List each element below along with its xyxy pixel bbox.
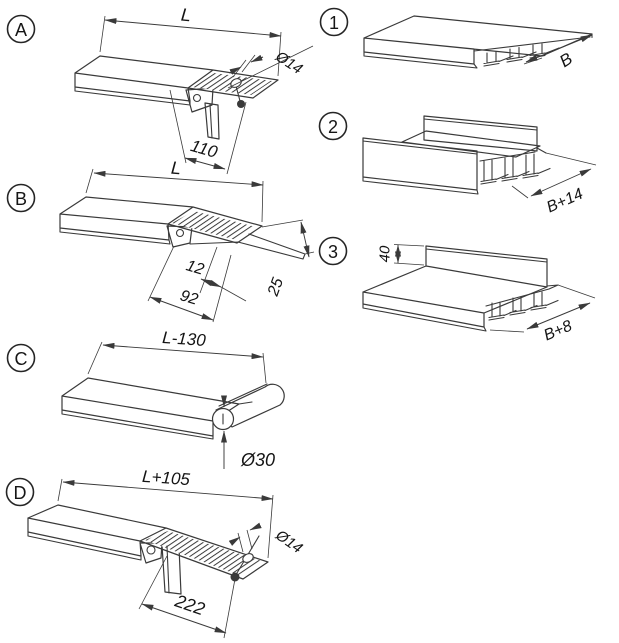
ramp-a-pivot-hole — [192, 93, 202, 103]
badge-a-circle — [6, 14, 36, 44]
dim-2-extension-lines — [511, 152, 597, 199]
dim-1-width-line — [525, 34, 593, 63]
view-c: C L-130 Ø30 — [6, 328, 285, 470]
view-a: A L Ø14 110 — [6, 5, 314, 175]
dim-b-lip-label: 25 — [265, 276, 287, 300]
view-2: 2 B+14 — [318, 111, 597, 217]
badge-d: D — [5, 477, 35, 507]
dim-3-extension-lines — [393, 244, 596, 333]
dims-2: B+14 — [511, 152, 597, 217]
dim-3-width-label: B+8 — [541, 317, 574, 344]
ramp-a-foot — [237, 100, 245, 108]
dims-3: 40 B+8 — [377, 244, 596, 344]
dim-a-length-line — [104, 18, 282, 38]
view-3: 3 40 B+8 — [318, 236, 596, 344]
badge-c: C — [6, 343, 36, 373]
badge-a: A — [6, 14, 36, 44]
ramp-a-detail-lines — [74, 85, 241, 139]
ramp-b-tread-hatch — [172, 211, 256, 240]
profile-3-body — [362, 245, 548, 328]
badge-1-circle — [319, 7, 349, 37]
dim-a-support-line — [184, 157, 226, 170]
view-1: 1 B — [319, 7, 593, 71]
dim-c-roller-label: Ø30 — [240, 450, 275, 470]
badge-3-circle — [318, 236, 348, 266]
ramp-b-pivot-hole — [175, 228, 185, 238]
dims-c: L-130 Ø30 — [87, 328, 275, 470]
dim-b-lip-line — [300, 221, 310, 258]
dim-a-hole-arrow-left — [228, 66, 242, 75]
ramp-a-body — [74, 55, 279, 140]
dim-d-length-label: L+105 — [142, 467, 191, 489]
ramp-d-tread-hatch — [145, 531, 262, 576]
badge-c-label: C — [15, 349, 28, 369]
ramp-c-body — [61, 377, 285, 437]
badge-a-label: A — [15, 20, 27, 40]
badge-b: B — [6, 183, 36, 213]
badge-d-label: D — [14, 483, 27, 503]
badge-1: 1 — [319, 7, 349, 37]
dim-d-extension-lines — [57, 478, 274, 639]
dim-3-width-line — [526, 302, 591, 330]
badge-2: 2 — [318, 111, 348, 141]
ramp-d-bolt-hole — [242, 553, 254, 563]
dim-b-offset-line — [149, 296, 214, 321]
dim-b-web-label: 12 — [184, 257, 206, 278]
view-d: D L+105 Ø14 222 — [5, 467, 306, 639]
dim-a-length-label: L — [180, 5, 192, 26]
badge-2-circle — [318, 111, 348, 141]
dim-b-web-line — [200, 278, 222, 288]
dim-d-support-label: 222 — [172, 590, 208, 619]
dim-d-support-line — [141, 603, 227, 634]
dim-b-offset-label: 92 — [178, 287, 200, 308]
dim-b-extension-lines — [85, 168, 315, 323]
dims-b: L 12 92 25 — [85, 158, 315, 323]
badge-3: 3 — [318, 236, 348, 266]
badge-2-label: 2 — [328, 117, 338, 137]
badge-b-circle — [6, 183, 36, 213]
ramp-c-detail-lines — [61, 383, 268, 440]
dim-3-wall-label: 40 — [377, 245, 394, 262]
dim-d-hole-label: Ø14 — [272, 526, 306, 557]
dim-d-length-line — [62, 479, 274, 502]
dim-b-length-label: L — [170, 158, 181, 179]
profile-2-detail-lines — [362, 118, 551, 195]
dim-c-extension-lines — [87, 341, 267, 384]
dim-2-width-label: B+14 — [544, 186, 586, 217]
dim-c-length-label: L-130 — [162, 328, 207, 350]
badge-d-circle — [5, 477, 35, 507]
dim-a-hole-arrow-right — [250, 54, 264, 63]
dim-2-width-line — [530, 168, 592, 197]
badge-3-label: 3 — [328, 242, 338, 262]
dim-d-hole-arrow-right — [249, 522, 262, 531]
badge-1-label: 1 — [329, 13, 339, 33]
ramp-d-foot — [230, 572, 240, 582]
badge-c-circle — [6, 343, 36, 373]
dim-a-support-label: 110 — [188, 136, 220, 162]
badge-b-label: B — [15, 189, 27, 209]
dim-b-length-line — [93, 170, 264, 188]
view-b: B L 12 92 25 — [6, 158, 315, 323]
dim-d-hole-arrow-left — [228, 536, 241, 546]
dim-1-width-label: B — [556, 49, 576, 71]
dim-c-length-line — [102, 342, 264, 360]
ramp-d-pivot-hole — [146, 545, 156, 555]
